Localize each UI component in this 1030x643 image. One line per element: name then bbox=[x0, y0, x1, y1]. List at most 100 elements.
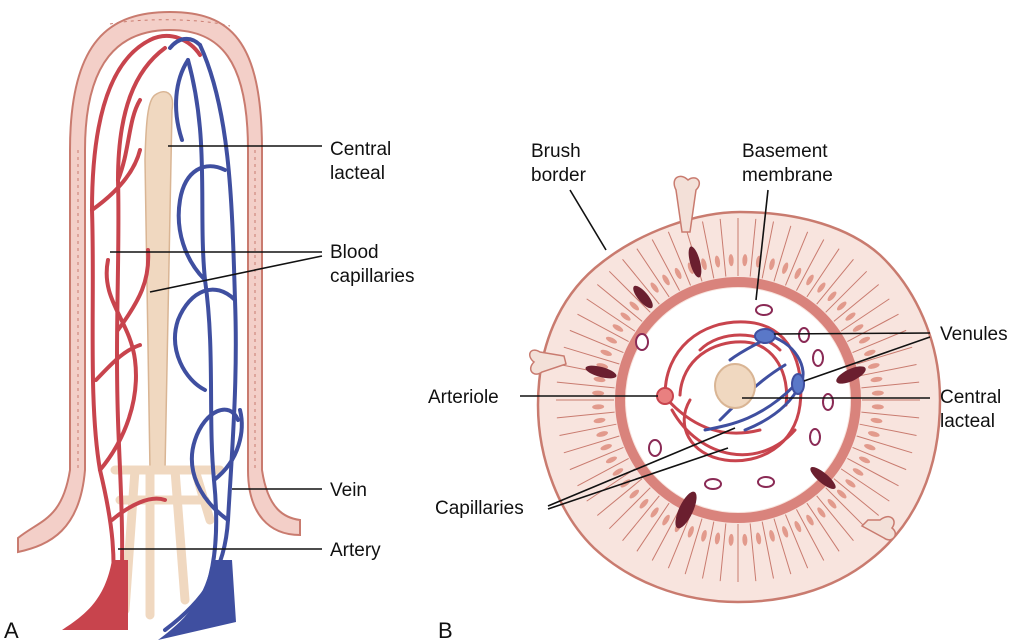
label-central-lacteal-b-line1: Central bbox=[940, 387, 1001, 408]
cell-nucleus bbox=[817, 507, 826, 518]
cell-wall bbox=[761, 221, 774, 279]
cell-wall bbox=[861, 411, 920, 419]
label-blood-capillaries-line1: Blood bbox=[330, 242, 379, 263]
cell-wall bbox=[749, 218, 757, 277]
venous-capillaries-a bbox=[163, 36, 244, 632]
label-venules: Venules bbox=[940, 324, 1008, 345]
label-capillaries: Capillaries bbox=[435, 498, 524, 519]
villus-epithelium bbox=[17, 10, 301, 554]
label-basement-membrane-line2: membrane bbox=[742, 165, 833, 186]
cell-nucleus bbox=[769, 258, 775, 271]
cell-nucleus bbox=[592, 390, 605, 396]
cell-nucleus bbox=[859, 336, 871, 344]
cell-nucleus bbox=[592, 404, 605, 410]
endothelial-nuclei bbox=[635, 304, 834, 490]
vein-trunk-a bbox=[158, 560, 236, 640]
cell-wall bbox=[861, 381, 920, 389]
cell-nucleus bbox=[742, 254, 748, 267]
cell-nucleus bbox=[714, 532, 721, 545]
central-lacteal-b bbox=[714, 363, 756, 409]
cell-wall bbox=[847, 313, 899, 342]
cell-wall bbox=[816, 495, 854, 542]
cell-wall bbox=[859, 364, 917, 377]
label-blood-capillaries-line2: capillaries bbox=[330, 266, 414, 287]
cell-wall bbox=[796, 509, 825, 561]
cell-wall bbox=[569, 329, 624, 354]
cell-wall bbox=[784, 231, 809, 286]
cell-wall bbox=[833, 284, 880, 322]
basement-membrane-ring bbox=[615, 277, 861, 523]
cell-wall bbox=[702, 221, 715, 279]
cell-wall bbox=[596, 478, 643, 516]
cell-wall bbox=[784, 514, 809, 569]
cell-nucleus bbox=[600, 444, 612, 451]
cell-nucleus bbox=[612, 324, 624, 332]
cell-nucleus bbox=[596, 431, 609, 437]
cell-nucleus bbox=[650, 282, 659, 293]
label-brush-border-line2: border bbox=[531, 165, 587, 186]
cell-wall bbox=[719, 218, 727, 277]
cell-wall bbox=[852, 446, 907, 471]
cell-nucleus bbox=[836, 489, 847, 499]
cell-nucleus bbox=[864, 444, 876, 451]
cell-nucleus bbox=[852, 468, 864, 476]
cell-nucleus bbox=[794, 521, 802, 533]
cell-wall bbox=[773, 225, 792, 282]
central-lacteal-a bbox=[144, 91, 174, 471]
cell-wall bbox=[816, 258, 854, 305]
cell-nucleus bbox=[639, 498, 649, 509]
cell-wall bbox=[684, 518, 703, 575]
cell-wall bbox=[825, 270, 868, 313]
cell-wall bbox=[806, 248, 840, 298]
cell-nucleus bbox=[864, 349, 876, 356]
cell-nucleus bbox=[806, 274, 814, 286]
label-basement-membrane-line1: Basement bbox=[742, 141, 828, 162]
cell-wall bbox=[636, 502, 670, 552]
cell-nucleus bbox=[701, 529, 707, 542]
cell-nucleus bbox=[867, 431, 880, 437]
cell-nucleus bbox=[701, 258, 707, 271]
cell-nucleus bbox=[845, 479, 856, 488]
cell-wall bbox=[622, 258, 660, 305]
cell-nucleus bbox=[687, 526, 694, 538]
cell-nucleus bbox=[782, 526, 789, 538]
cell-nucleus bbox=[794, 267, 802, 279]
artery-trunk-a bbox=[62, 560, 128, 630]
cell-wall bbox=[651, 509, 680, 561]
cell-nucleus bbox=[871, 404, 884, 410]
cell-wall bbox=[840, 468, 890, 502]
cell-nucleus bbox=[871, 390, 884, 396]
venule-1 bbox=[754, 328, 776, 344]
cell-wall bbox=[773, 518, 792, 575]
cell-wall bbox=[586, 298, 636, 332]
cell-nucleus bbox=[662, 514, 670, 526]
cell-nucleus bbox=[612, 468, 624, 476]
cell-wall bbox=[577, 458, 629, 487]
label-arteriole: Arteriole bbox=[428, 387, 499, 408]
cell-nucleus bbox=[827, 498, 837, 509]
cell-nucleus bbox=[769, 529, 775, 542]
cell-nucleus bbox=[605, 336, 617, 344]
cell-wall bbox=[761, 521, 774, 579]
label-brush-border-line1: Brush bbox=[531, 141, 581, 162]
cell-nucleus bbox=[742, 533, 748, 546]
venule-2 bbox=[791, 373, 805, 395]
cell-wall bbox=[856, 346, 913, 365]
cell-wall bbox=[833, 478, 880, 516]
cell-nucleus bbox=[593, 417, 606, 424]
cell-wall bbox=[559, 423, 617, 436]
label-vein: Vein bbox=[330, 480, 367, 501]
cell-nucleus bbox=[859, 456, 871, 464]
cell-nucleus bbox=[836, 301, 847, 311]
cell-wall bbox=[636, 248, 670, 298]
cell-wall bbox=[796, 239, 825, 291]
cell-wall bbox=[608, 270, 651, 313]
villus-longitudinal bbox=[17, 10, 301, 640]
cell-nucleus bbox=[806, 514, 814, 526]
cell-wall bbox=[719, 523, 727, 582]
label-artery: Artery bbox=[330, 540, 381, 561]
label-central-lacteal-a-line1: Central bbox=[330, 139, 391, 160]
cell-wall bbox=[856, 435, 913, 454]
cell-wall bbox=[569, 446, 624, 471]
